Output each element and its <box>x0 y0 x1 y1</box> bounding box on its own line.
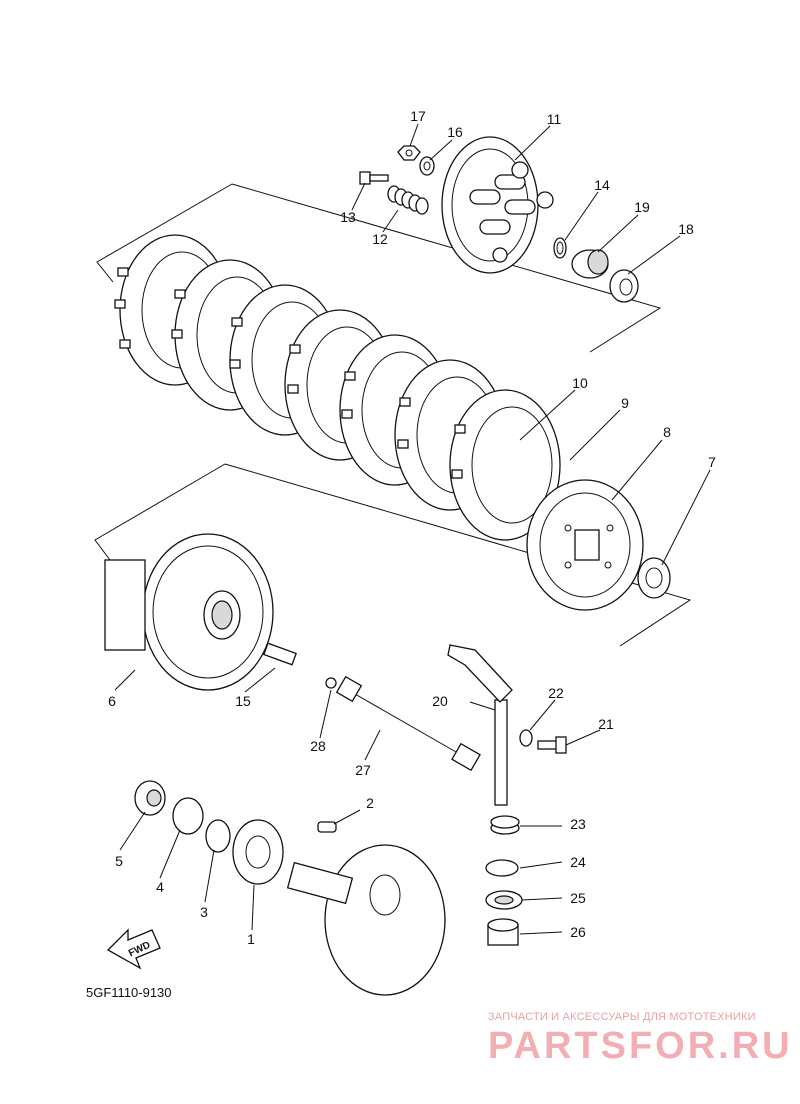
push-rod <box>335 675 481 772</box>
nut-5 <box>134 780 166 816</box>
callout-23: 23 <box>570 816 586 832</box>
washer-4 <box>172 797 204 835</box>
collar-26 <box>487 918 519 946</box>
callout-25: 25 <box>570 890 586 906</box>
callout-9: 9 <box>621 395 629 411</box>
leader-lines <box>114 123 711 935</box>
callout-7: 7 <box>708 454 716 470</box>
callout-19: 19 <box>634 199 650 215</box>
callout-22: 22 <box>548 685 564 701</box>
callout-1: 1 <box>247 931 255 947</box>
plate-group-boundary-top-right <box>231 183 662 353</box>
clutch-plate-stack <box>114 234 561 541</box>
callout-4: 4 <box>156 879 164 895</box>
key <box>317 821 337 833</box>
lock-washer <box>609 269 639 303</box>
callout-13: 13 <box>340 209 356 225</box>
callout-24: 24 <box>570 854 586 870</box>
washer-22 <box>519 729 533 747</box>
stud-bolt <box>263 642 297 666</box>
nut <box>397 145 421 161</box>
circlip-small <box>553 237 567 259</box>
callout-8: 8 <box>663 424 671 440</box>
washer <box>419 156 435 176</box>
callout-17: 17 <box>410 108 426 124</box>
crankshaft <box>286 844 446 996</box>
washer-3 <box>205 819 231 853</box>
lock-washer-large <box>637 557 671 599</box>
bearing <box>571 249 609 279</box>
pressure-plate <box>441 136 554 274</box>
push-lever-shaft <box>447 644 513 806</box>
plate-group-boundary-bottom-right <box>224 463 692 647</box>
callout-3: 3 <box>200 904 208 920</box>
plate-group-boundary-top-left <box>96 183 233 283</box>
callout-16: 16 <box>447 124 463 140</box>
callout-21: 21 <box>598 716 614 732</box>
callout-15: 15 <box>235 693 251 709</box>
callout-11: 11 <box>547 111 562 127</box>
circlip-24 <box>485 859 519 877</box>
callout-12: 12 <box>372 231 388 247</box>
callout-5: 5 <box>115 853 123 869</box>
spring <box>387 185 429 215</box>
callout-2: 2 <box>366 795 374 811</box>
primary-drive-gear <box>232 819 284 885</box>
fwd-arrow-icon: FWD <box>106 928 161 970</box>
callout-14: 14 <box>594 177 610 193</box>
plate-group-boundary-bottom-left <box>94 463 226 561</box>
watermark: ЗАПЧАСТИ И АКСЕССУАРЫ ДЛЯ МОТОТЕХНИКИ PA… <box>488 1011 793 1067</box>
callout-10: 10 <box>572 375 588 391</box>
clutch-boss <box>526 479 644 611</box>
spring-23 <box>490 815 520 835</box>
callout-6: 6 <box>108 693 116 709</box>
ball <box>325 677 337 689</box>
bearing-25 <box>485 890 523 910</box>
bolt <box>359 171 389 185</box>
callout-26: 26 <box>570 924 586 940</box>
drawing-code: 5GF1110-9130 <box>86 985 172 1000</box>
callout-28: 28 <box>310 738 326 754</box>
watermark-brand: PARTSFOR.RU <box>488 1025 793 1067</box>
primary-driven-gear <box>104 533 274 691</box>
callout-labels: 17 16 11 13 12 14 19 18 10 9 8 7 6 15 20… <box>108 108 716 947</box>
watermark-tagline: ЗАПЧАСТИ И АКСЕССУАРЫ ДЛЯ МОТОТЕХНИКИ <box>488 1011 756 1023</box>
callout-18: 18 <box>678 221 694 237</box>
callout-20: 20 <box>432 693 448 709</box>
callout-27: 27 <box>355 762 371 778</box>
bolt-21 <box>537 736 567 754</box>
